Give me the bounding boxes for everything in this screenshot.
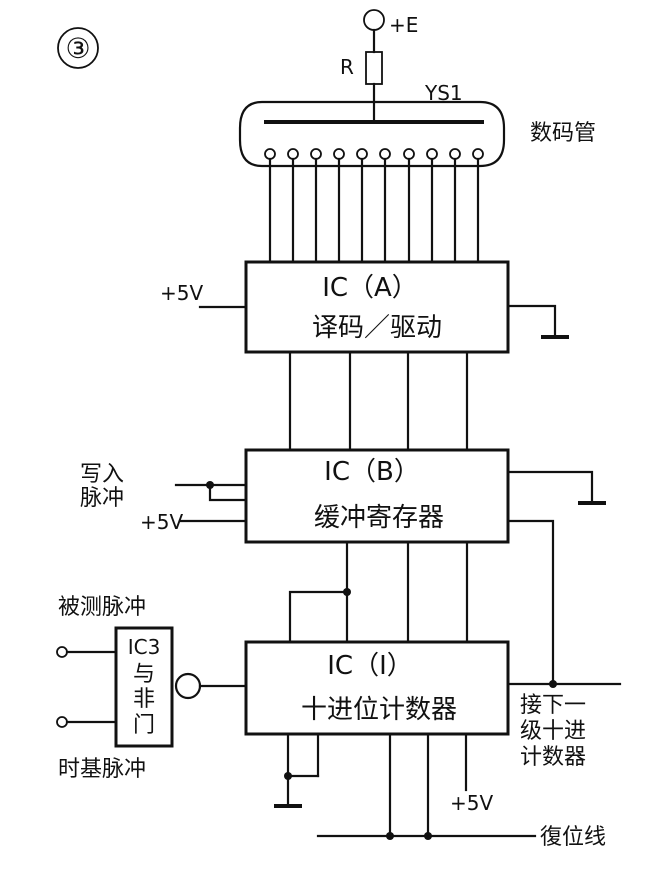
measured-pulse-label: 被测脉冲 — [58, 595, 146, 620]
ic-b-supply-label: +5V — [140, 510, 183, 534]
ic-c-box — [244, 640, 510, 736]
gate-label-men: 门 — [133, 713, 155, 738]
next-stage-label-3: 计数器 — [520, 745, 586, 770]
next-stage-label-1: 接下一 — [520, 693, 586, 718]
ic-c-function: 十进位计数器 — [301, 695, 457, 725]
tube-envelope — [238, 100, 506, 168]
reset-line-label: 復位线 — [540, 825, 606, 850]
ic-b-title: IC（B） — [324, 457, 420, 487]
plus-e-terminal — [363, 9, 385, 31]
next-stage-label-2: 级十进 — [520, 719, 586, 744]
plus-e-label: +E — [389, 13, 418, 37]
measured-pulse-terminal — [56, 646, 68, 658]
ic-a-supply-label: +5V — [160, 281, 203, 305]
write-pulse-label-2: 脉冲 — [80, 486, 124, 511]
counter-ground-node — [284, 772, 292, 780]
gate-label-fei: 非 — [133, 687, 155, 712]
nand-bubble-icon — [174, 672, 202, 700]
segment-wires — [268, 157, 480, 264]
ic-b-box — [244, 448, 510, 544]
tube-pins — [264, 148, 484, 160]
resistor-label: R — [340, 55, 354, 79]
reset-node-2 — [424, 832, 432, 840]
carry-wire — [506, 519, 555, 686]
tube-name-label: 数码管 — [530, 121, 596, 146]
ic-c-title: IC（I） — [327, 651, 413, 681]
tube-type-label: YS1 — [424, 81, 463, 105]
reset-wires — [316, 732, 537, 838]
nand-gate-box — [114, 626, 174, 748]
ic-a-title: IC（A） — [322, 273, 418, 303]
gate-label-yu: 与 — [133, 662, 155, 687]
ic-c-supply-label: +5V — [450, 791, 493, 815]
ic-b-function: 缓冲寄存器 — [314, 503, 444, 533]
bcd-junction-node — [343, 588, 351, 596]
ic-a-function: 译码／驱动 — [312, 313, 442, 343]
bcd-wires-lower — [288, 540, 469, 644]
gate-label-ic3: IC3 — [128, 635, 161, 659]
time-base-label: 时基脉冲 — [58, 757, 146, 782]
figure-number-circle — [57, 27, 99, 69]
write-pulse-branch — [208, 483, 248, 502]
counter-ground-wires — [286, 732, 320, 807]
reset-node-1 — [386, 832, 394, 840]
time-base-terminal — [56, 716, 68, 728]
figure-number: ③ — [65, 32, 90, 65]
write-pulse-label-1: 写入 — [80, 462, 124, 487]
resistor-r — [365, 51, 383, 85]
display-tube — [238, 100, 506, 168]
bcd-wires-upper — [288, 350, 469, 452]
ic-a-ground-wire — [506, 304, 557, 338]
ic-b-ground-wire — [506, 470, 594, 504]
